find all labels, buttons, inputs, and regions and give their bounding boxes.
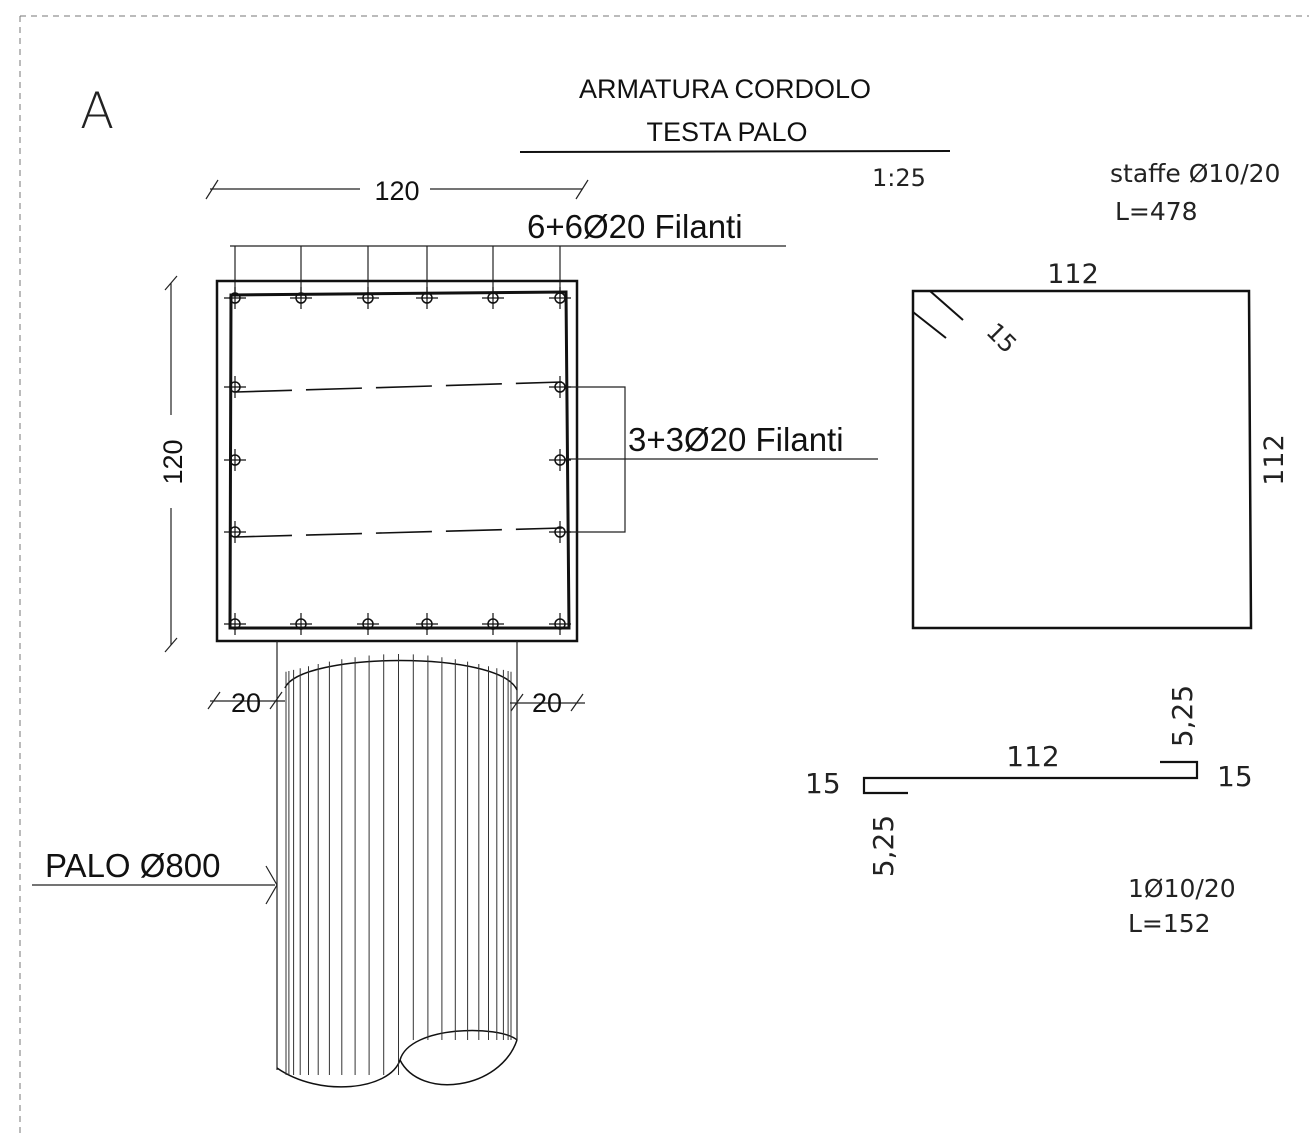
width-dim-text: 120 — [374, 176, 419, 206]
right-cover-tick-b — [570, 693, 584, 712]
tie-bar-lower — [235, 527, 563, 538]
left-cover-dim-text: 20 — [231, 688, 261, 718]
tie-bar-shape — [862, 760, 1199, 795]
title-line-1: ARMATURA CORDOLO — [579, 74, 871, 104]
pile-bottom-break — [276, 1029, 518, 1088]
stirrup-hook-1 — [912, 311, 947, 339]
stirrup-right-dim: 112 — [1259, 434, 1290, 486]
pile-label: PALO Ø800 — [45, 847, 221, 884]
side-bars-label: 3+3Ø20 Filanti — [628, 421, 844, 458]
top-bars-leaders — [234, 246, 561, 298]
width-dim-tick-left — [205, 179, 219, 200]
stirrup-detail: staffe Ø10/20 L=478 112 15 112 — [911, 159, 1290, 630]
rebars-group — [224, 287, 571, 635]
section-view: 120 120 6+6Ø20 Filanti 3+3Ø20 Filanti — [32, 176, 878, 1088]
right-cover-dim-text: 20 — [532, 688, 562, 718]
tie-length-dim: 112 — [1006, 740, 1059, 773]
tie-right-leg-dim: 5,25 — [1166, 685, 1199, 747]
stirrup-top-dim: 112 — [1047, 259, 1099, 290]
stirrup-length: L=478 — [1115, 197, 1198, 226]
tie-left-leg-dim: 5,25 — [867, 815, 900, 877]
stirrup-label: staffe Ø10/20 — [1110, 159, 1280, 188]
beam-section-outline — [215, 279, 579, 643]
tie-bar-upper — [235, 381, 563, 393]
title-underline — [519, 150, 951, 153]
left-cover-tick-b — [269, 691, 283, 710]
stirrup-shape — [911, 289, 1253, 630]
width-dim-tick-right — [575, 179, 589, 200]
tie-right-hook-dim: 15 — [1217, 760, 1253, 793]
stirrup-hook-2 — [929, 290, 964, 321]
right-cover-tick-a — [510, 693, 524, 712]
pile-label-arrow — [265, 865, 278, 905]
stirrup-in-section — [228, 290, 571, 630]
pile-hatch — [285, 654, 512, 1075]
stirrup-hook-dim: 15 — [981, 317, 1022, 358]
height-dim-tick-top — [164, 275, 178, 291]
tie-bar-label: 1Ø10/20 — [1128, 874, 1236, 903]
left-cover-tick-a — [207, 691, 221, 710]
pile-bottom-break-2 — [399, 1039, 518, 1086]
tie-bar-detail: 15 112 5,25 15 5,25 1Ø10/20 L=152 — [805, 685, 1253, 938]
title-line-2: TESTA PALO — [646, 117, 807, 147]
height-dim-tick-bottom — [164, 637, 178, 653]
section-letter: A — [80, 82, 114, 140]
height-dim-text: 120 — [158, 439, 188, 484]
pile-top-curve — [284, 659, 518, 691]
tie-bar-length: L=152 — [1128, 909, 1211, 938]
top-bars-label: 6+6Ø20 Filanti — [527, 208, 743, 245]
side-bars-bracket — [565, 386, 626, 533]
scale-label: 1:25 — [872, 164, 926, 192]
tie-left-hook-dim: 15 — [805, 767, 841, 800]
